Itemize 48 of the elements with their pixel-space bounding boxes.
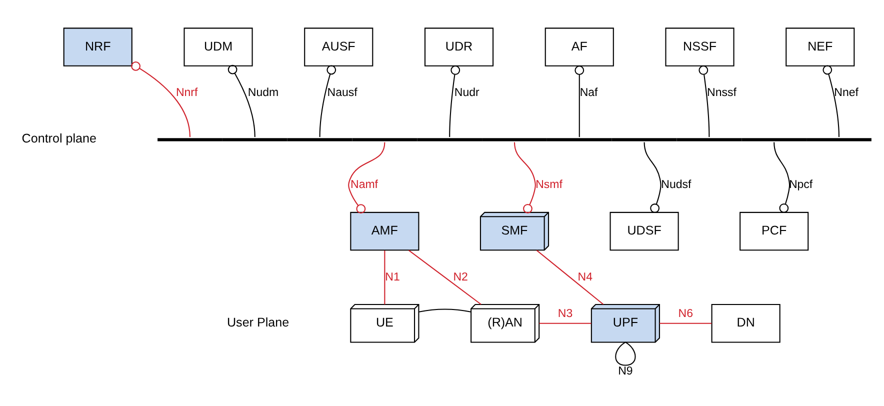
- connector: [615, 342, 636, 366]
- edge-label: Namf: [350, 179, 378, 192]
- node-box: AUSF: [304, 28, 374, 66]
- edge-label: N2: [453, 271, 468, 284]
- connector: [348, 142, 386, 214]
- connector: [408, 250, 482, 305]
- connector: [698, 66, 710, 138]
- edge-label: N3: [558, 308, 573, 320]
- node-box: UDM: [184, 28, 253, 66]
- edge-label: Naf: [580, 87, 598, 100]
- edge-label: Nsmf: [536, 179, 562, 192]
- node-box: NRF: [63, 28, 132, 66]
- edge-label: N1: [385, 271, 400, 284]
- connector: [539, 322, 592, 324]
- edge-label: Nnef: [834, 87, 858, 100]
- edge-label: N9: [618, 365, 633, 378]
- connector: [384, 250, 386, 304]
- edge-label: Nudr: [454, 87, 480, 100]
- connector: [514, 142, 536, 214]
- edge-label: Nudsf: [661, 179, 692, 192]
- label: User Plane: [226, 316, 290, 330]
- edge-label: Npcf: [788, 179, 813, 192]
- node-box: DN: [711, 304, 780, 343]
- connector: [449, 66, 460, 138]
- connector: [319, 65, 336, 138]
- connector: [131, 61, 190, 138]
- edge-label: N6: [678, 308, 693, 320]
- node-box: NEF: [786, 28, 855, 66]
- connector: [660, 322, 712, 324]
- connector: [418, 308, 471, 312]
- node-box: AF: [544, 28, 614, 66]
- label: Control plane: [22, 131, 96, 146]
- connector: [228, 64, 256, 138]
- edge-label: Nnssf: [707, 87, 736, 100]
- edge-label: N4: [578, 271, 592, 284]
- node-box: PCF: [740, 212, 809, 251]
- node-box: NSSF: [665, 28, 734, 66]
- edge-label: Nnrf: [176, 87, 198, 100]
- connector: [774, 142, 790, 213]
- node-box: UDSF: [610, 212, 679, 251]
- edge-label: Nudm: [248, 87, 279, 100]
- connector: [644, 142, 662, 213]
- node-box: UDR: [424, 28, 494, 66]
- connector: [574, 66, 584, 138]
- connector: [536, 250, 604, 305]
- node-box: AMF: [350, 212, 420, 251]
- connector: [822, 65, 840, 138]
- edge-label: Nausf: [327, 87, 358, 100]
